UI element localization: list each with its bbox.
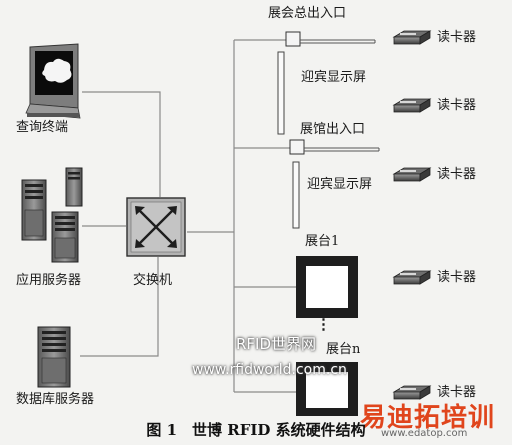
rfid-reader-icon — [392, 30, 432, 45]
gate-icon — [289, 139, 380, 229]
server-tower-icon — [21, 167, 83, 263]
rfid-reader-icon — [392, 270, 432, 285]
figure-caption: 图 1 世博 RFID 系统硬件结构 — [146, 421, 366, 439]
gate-icon — [277, 31, 376, 135]
ellipsis-more-booths: ⋮ — [316, 315, 331, 333]
label-app-server: 应用服务器 — [16, 273, 82, 288]
label-hall-entrance: 展馆出入口 — [300, 122, 366, 137]
rfid-reader-icon — [392, 98, 432, 113]
rfid-reader-icon — [392, 385, 432, 400]
rfid-reader-icon — [392, 167, 432, 182]
label-main-entrance: 展会总出入口 — [268, 6, 347, 21]
watermark-site-name: RFID世界网 — [236, 335, 317, 353]
label-booth-n: 展台n — [326, 342, 361, 357]
connection-lines — [80, 39, 296, 393]
label-reader-5: 读卡器 — [437, 385, 477, 400]
label-welcome-display-2: 迎宾显示屏 — [307, 177, 373, 192]
link-dbserver-switch — [80, 257, 159, 357]
booth-icon — [296, 256, 358, 318]
server-tower-icon — [37, 326, 71, 388]
link-terminal-switch — [82, 91, 161, 197]
watermark-brand-url: www.edatop.com — [381, 428, 468, 439]
label-welcome-display-1: 迎宾显示屏 — [301, 70, 367, 85]
monitor-icon — [25, 43, 81, 119]
label-switch: 交换机 — [133, 273, 173, 288]
booth-icon — [296, 362, 358, 416]
label-reader-3: 读卡器 — [437, 167, 477, 182]
network-switch-icon — [126, 197, 186, 257]
label-query-terminal: 查询终端 — [16, 120, 69, 135]
label-db-server: 数据库服务器 — [16, 392, 95, 407]
label-reader-4: 读卡器 — [437, 270, 477, 285]
label-reader-2: 读卡器 — [437, 98, 477, 113]
label-reader-1: 读卡器 — [437, 30, 477, 45]
label-booth-1: 展台1 — [305, 234, 340, 249]
watermark-site-url: www.rfidworld.com.cn — [192, 362, 347, 378]
watermark-brand-name: 易迪拓培训 — [360, 403, 496, 433]
